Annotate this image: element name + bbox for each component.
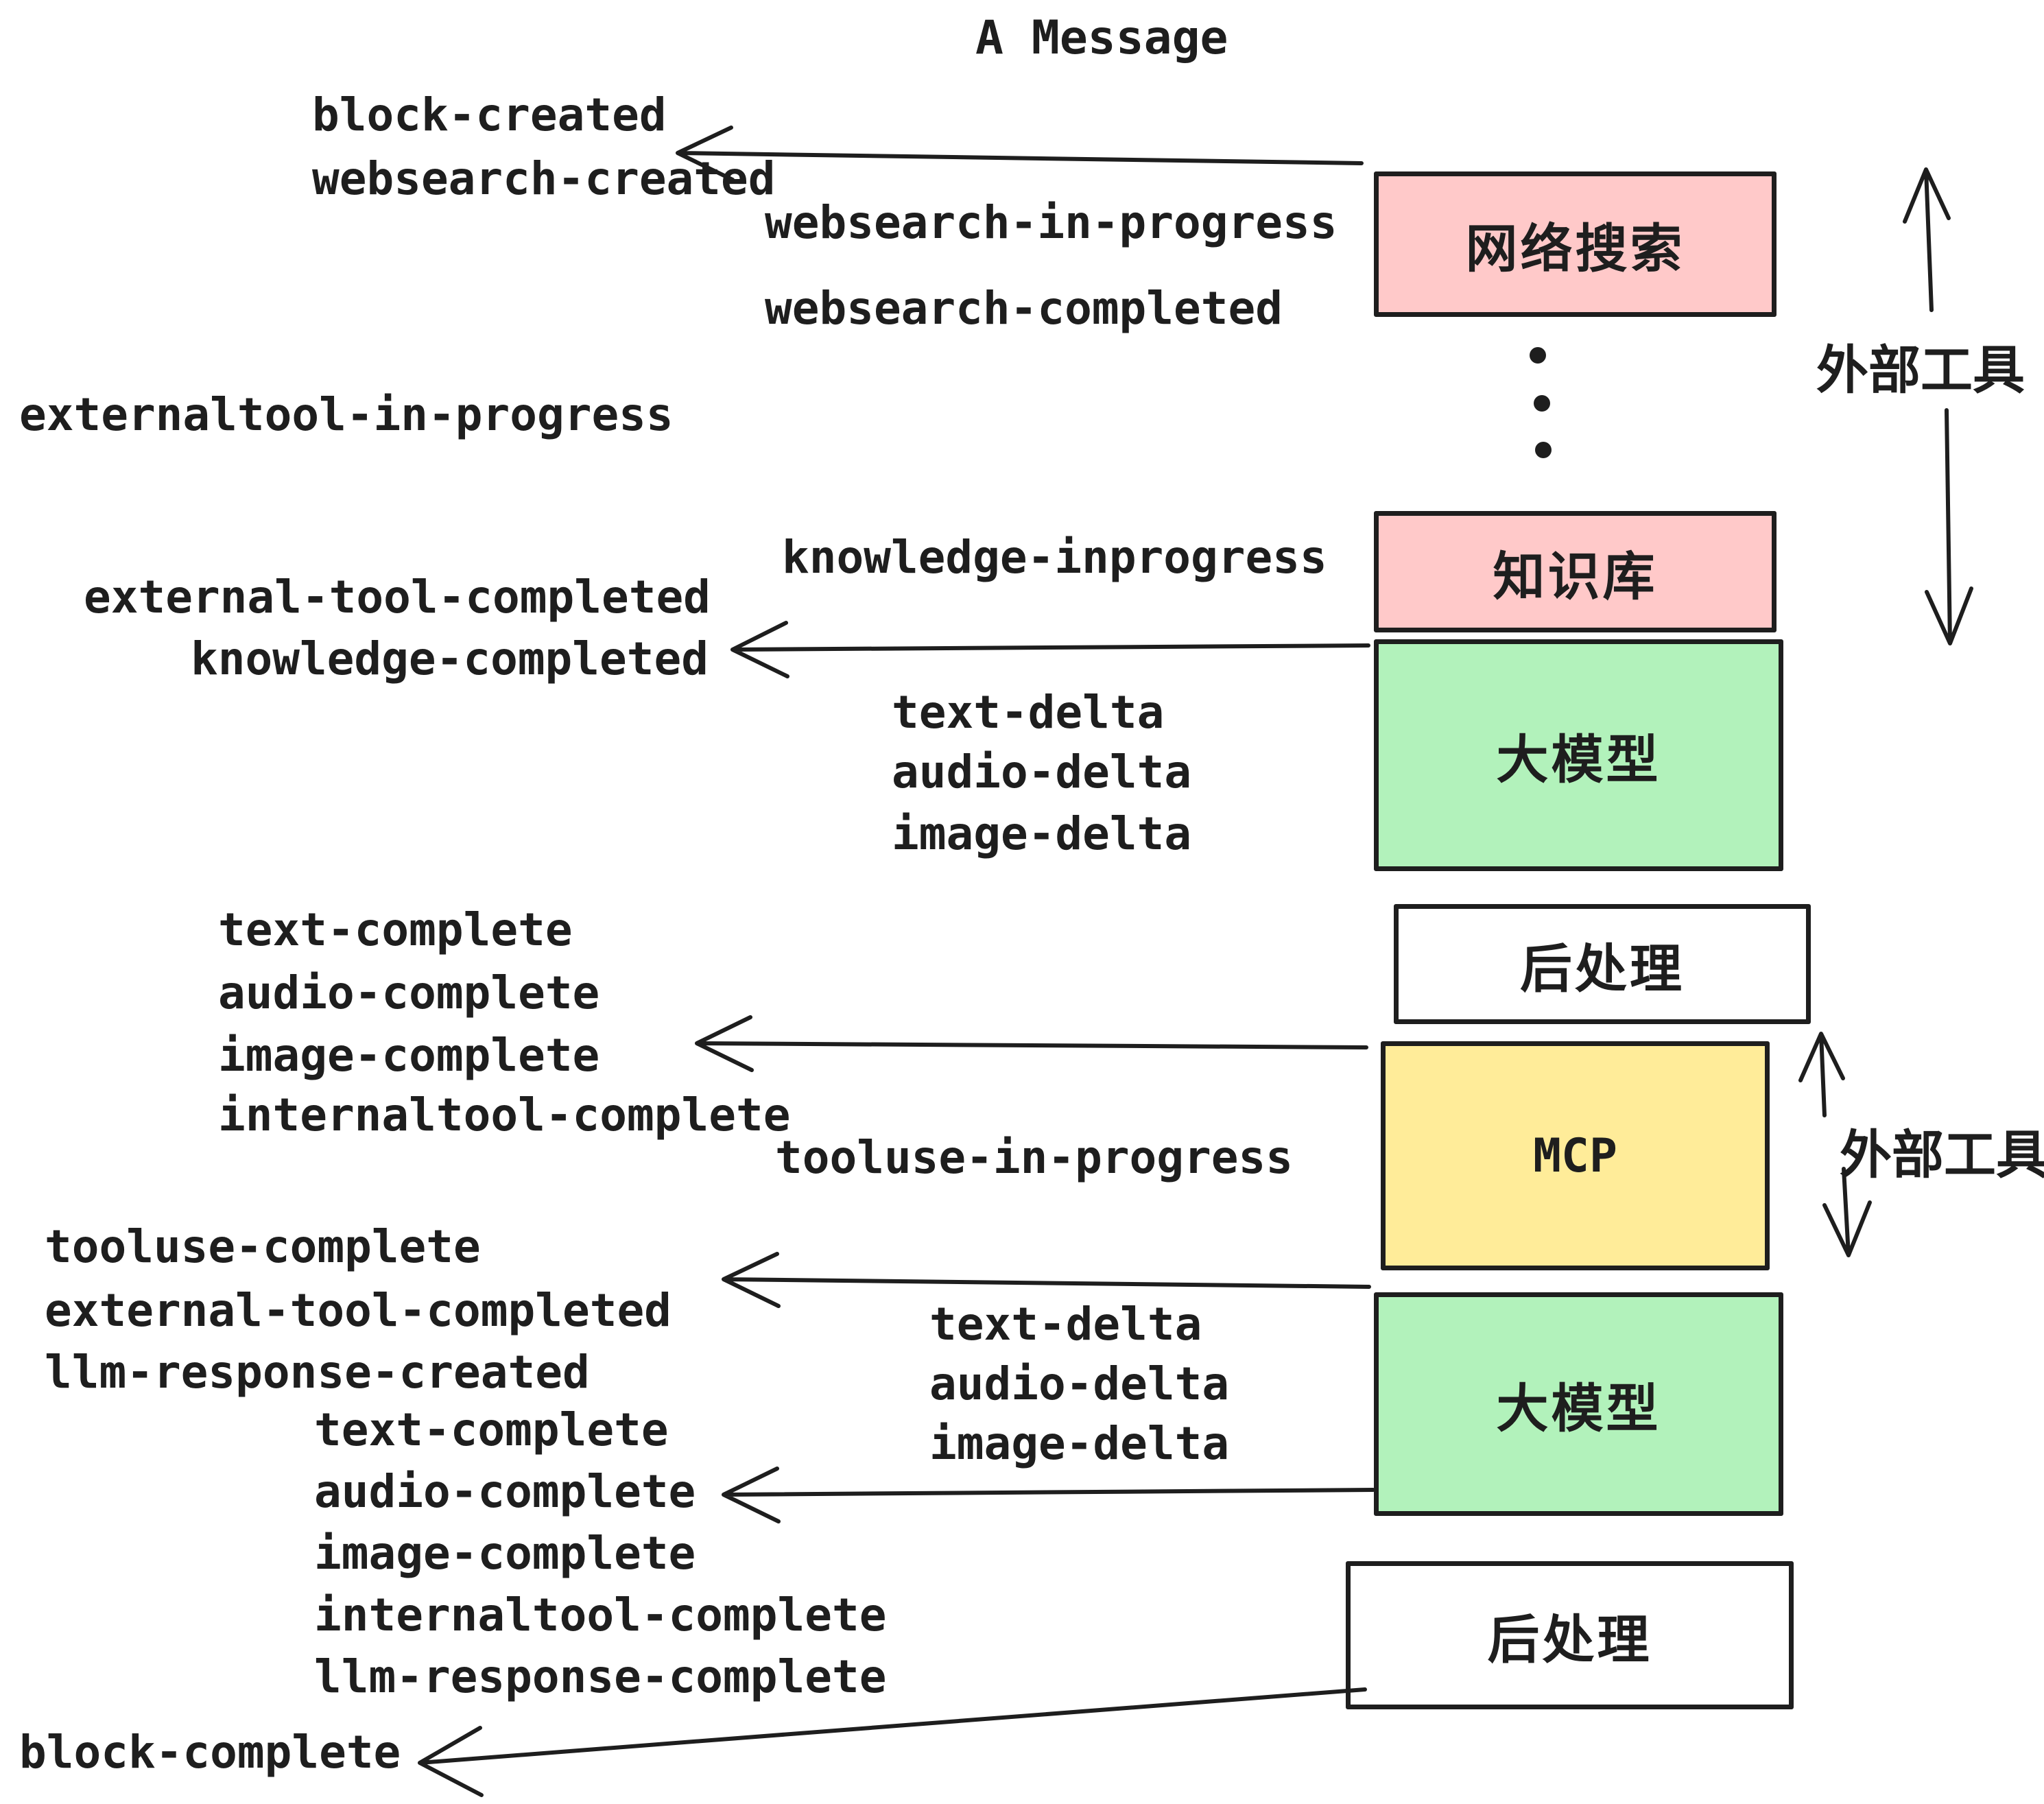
annotation-external-tools-1: 外部工具 <box>1816 340 2025 401</box>
event-websearch-completed: websearch-completed <box>765 282 1283 335</box>
event-websearch-created: websearch-created <box>312 152 776 205</box>
event-tooluse-in-progress: tooluse-in-progress <box>775 1131 1293 1184</box>
box-mcp-label: MCP <box>1533 1128 1617 1183</box>
dot <box>1534 395 1550 412</box>
event-internaltool-complete-1: internaltool-complete <box>218 1089 791 1141</box>
event-image-delta-1: image-delta <box>892 807 1192 860</box>
event-knowledge-inprogress: knowledge-inprogress <box>782 531 1327 584</box>
event-internaltool-complete-2: internaltool-complete <box>314 1589 887 1641</box>
box-post-1-label: 后处理 <box>1520 938 1685 999</box>
box-knowledge: 知识库 <box>1374 511 1776 632</box>
box-websearch-label: 网络搜索 <box>1465 218 1685 279</box>
event-tooluse-complete: tooluse-complete <box>45 1220 481 1273</box>
event-image-complete-1: image-complete <box>218 1029 600 1082</box>
external-tools-2-up-arrow <box>1798 1032 1845 1117</box>
event-llm-response-created: llm-response-created <box>45 1346 590 1399</box>
box-websearch: 网络搜索 <box>1374 171 1776 317</box>
arrow-to-knowledge-completed <box>730 621 1370 678</box>
ellipsis-dots <box>1530 347 1552 458</box>
box-post-1: 后处理 <box>1394 904 1811 1024</box>
event-text-delta-1: text-delta <box>892 686 1165 739</box>
event-text-complete-2: text-complete <box>314 1403 669 1456</box>
dot <box>1535 442 1552 458</box>
event-external-tool-completed-2: external-tool-completed <box>45 1284 672 1337</box>
event-image-delta-2: image-delta <box>929 1417 1230 1470</box>
event-websearch-in-progress: websearch-in-progress <box>765 196 1338 249</box>
event-audio-delta-1: audio-delta <box>892 746 1192 798</box>
arrow-to-block-complete <box>418 1687 1367 1797</box>
external-tools-1-down-arrow <box>1925 408 1973 645</box>
event-externaltool-in-progress: externaltool-in-progress <box>19 388 674 441</box>
event-block-created: block-created <box>312 88 667 141</box>
annotation-external-tools-2: 外部工具 <box>1840 1124 2044 1185</box>
box-llm-1-label: 大模型 <box>1496 729 1661 790</box>
event-audio-delta-2: audio-delta <box>929 1357 1230 1410</box>
event-external-tool-completed-1: external-tool-completed <box>84 571 711 624</box>
event-image-complete-2: image-complete <box>314 1527 696 1580</box>
box-llm-1: 大模型 <box>1374 639 1783 871</box>
diagram-title: A Message <box>975 11 1228 65</box>
event-audio-complete-1: audio-complete <box>218 966 600 1019</box>
arrow-to-audio-complete <box>722 1467 1375 1523</box>
external-tools-1-up-arrow <box>1903 167 1951 312</box>
arrow-websearch-to-created-events <box>676 126 1364 182</box>
box-knowledge-label: 知识库 <box>1493 545 1658 607</box>
arrow-to-image-complete <box>695 1015 1368 1072</box>
box-post-2: 后处理 <box>1346 1561 1794 1709</box>
event-llm-response-complete: llm-response-complete <box>314 1650 887 1703</box>
box-llm-2: 大模型 <box>1374 1292 1783 1516</box>
event-knowledge-completed: knowledge-completed <box>191 632 709 685</box>
event-text-complete-1: text-complete <box>218 903 573 956</box>
box-post-2-label: 后处理 <box>1487 1609 1652 1670</box>
event-text-delta-2: text-delta <box>929 1298 1202 1351</box>
event-block-complete: block-complete <box>19 1726 401 1779</box>
box-mcp: MCP <box>1381 1041 1770 1270</box>
dot <box>1530 347 1546 364</box>
box-llm-2-label: 大模型 <box>1496 1378 1661 1439</box>
event-audio-complete-2: audio-complete <box>314 1465 696 1518</box>
